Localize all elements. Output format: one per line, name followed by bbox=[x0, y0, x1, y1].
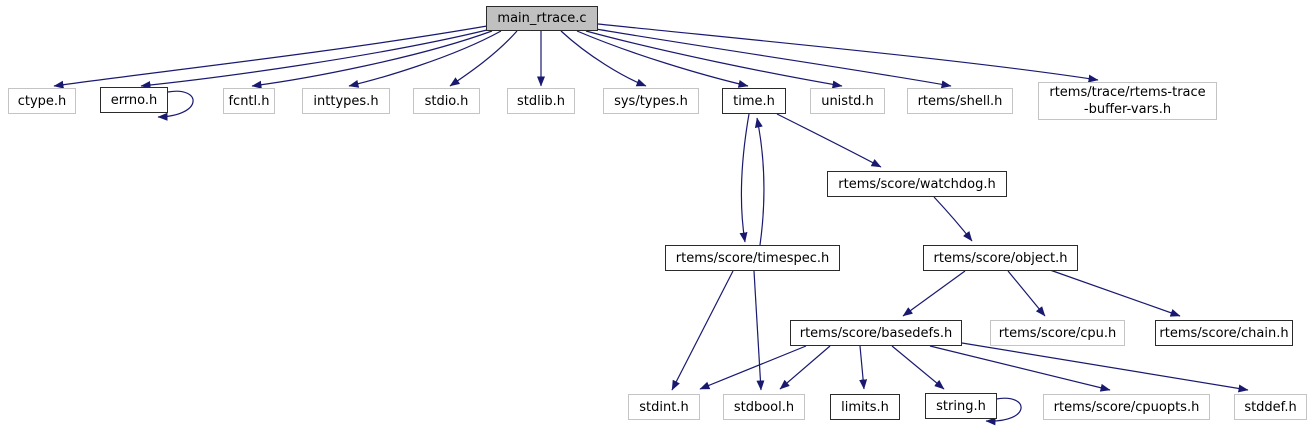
node-limits-h[interactable]: limits.h bbox=[830, 394, 900, 420]
node-label: sys/types.h bbox=[614, 93, 688, 109]
node-stdbool-h: stdbool.h bbox=[723, 394, 805, 420]
edge-basedefs-to-stddef bbox=[961, 342, 1249, 393]
node-rtems-score-chain-h[interactable]: rtems/score/chain.h bbox=[1155, 320, 1293, 346]
edge-timespec-to-stdint bbox=[671, 270, 734, 391]
node-ctype-h: ctype.h bbox=[8, 88, 76, 114]
edge-timespec-to-stdbool bbox=[753, 270, 765, 391]
edge-time-to-timespec bbox=[739, 113, 750, 243]
node-label: stdbool.h bbox=[733, 399, 795, 415]
node-label: fcntl.h bbox=[228, 93, 270, 109]
node-stdlib-h: stdlib.h bbox=[507, 88, 575, 114]
node-label: unistd.h bbox=[821, 93, 874, 109]
edge-basedefs-to-stdint bbox=[699, 345, 807, 390]
edge-main-to-time bbox=[576, 30, 749, 88]
node-main-rtrace-c: main_rtrace.c bbox=[486, 6, 598, 31]
edge-main-to-stdio bbox=[449, 30, 518, 87]
node-label: stdint.h bbox=[639, 399, 689, 415]
edge-main-to-fcntl bbox=[251, 30, 493, 89]
edge-main-to-systypes bbox=[560, 30, 647, 87]
node-label: rtems/score/timespec.h bbox=[675, 250, 830, 266]
edge-string-self-loop bbox=[985, 397, 1022, 426]
edge-errno-self-loop bbox=[157, 90, 194, 121]
edge-main-to-trace-buffer-vars bbox=[597, 23, 1099, 83]
node-rtems-score-basedefs-h[interactable]: rtems/score/basedefs.h bbox=[790, 320, 962, 346]
edge-main-to-errno bbox=[140, 29, 488, 89]
edge-basedefs-to-string bbox=[891, 345, 945, 390]
edge-main-to-unistd bbox=[585, 30, 843, 89]
node-label: rtems/score/chain.h bbox=[1159, 325, 1289, 341]
edge-main-to-shell bbox=[595, 28, 952, 89]
node-stddef-h: stddef.h bbox=[1234, 394, 1307, 420]
node-rtems-score-object-h[interactable]: rtems/score/object.h bbox=[923, 245, 1078, 271]
node-label: string.h bbox=[936, 398, 986, 414]
node-rtems-score-watchdog-h[interactable]: rtems/score/watchdog.h bbox=[827, 171, 1007, 197]
node-rtems-trace-buffer-vars-h: rtems/trace/rtems-trace -buffer-vars.h bbox=[1038, 82, 1217, 120]
edge-main-to-ctype bbox=[53, 25, 488, 89]
node-fcntl-h: fcntl.h bbox=[223, 88, 275, 114]
node-label: rtems/score/cpuopts.h bbox=[1053, 399, 1200, 415]
node-rtems-score-timespec-h[interactable]: rtems/score/timespec.h bbox=[665, 245, 840, 271]
node-time-h[interactable]: time.h bbox=[722, 88, 786, 114]
node-label: ctype.h bbox=[17, 93, 67, 109]
edge-main-to-inttypes bbox=[348, 30, 502, 88]
node-label: rtems/score/object.h bbox=[933, 250, 1068, 266]
node-rtems-score-cpu-h: rtems/score/cpu.h bbox=[990, 320, 1125, 346]
node-label: rtems/trace/rtems-trace -buffer-vars.h bbox=[1049, 85, 1206, 117]
node-string-h[interactable]: string.h bbox=[925, 393, 997, 419]
node-label: limits.h bbox=[841, 399, 889, 415]
node-rtems-score-cpuopts-h: rtems/score/cpuopts.h bbox=[1043, 394, 1210, 420]
node-stdint-h: stdint.h bbox=[628, 394, 700, 420]
node-label: time.h bbox=[733, 93, 775, 109]
edge-basedefs-to-limits bbox=[859, 345, 868, 390]
node-errno-h[interactable]: errno.h bbox=[100, 87, 168, 113]
node-sys-types-h: sys/types.h bbox=[603, 88, 699, 114]
node-label: stddef.h bbox=[1244, 399, 1297, 415]
node-unistd-h: unistd.h bbox=[810, 88, 885, 114]
node-label: rtems/score/watchdog.h bbox=[838, 176, 996, 192]
node-label: rtems/shell.h bbox=[917, 93, 1003, 109]
node-label: errno.h bbox=[110, 92, 158, 108]
node-inttypes-h: inttypes.h bbox=[302, 88, 390, 114]
node-label: main_rtrace.c bbox=[497, 11, 587, 26]
node-label: stdlib.h bbox=[517, 93, 565, 109]
edge-watchdog-to-object bbox=[933, 196, 973, 242]
node-label: rtems/score/basedefs.h bbox=[799, 325, 953, 341]
edge-basedefs-to-cpuopts bbox=[929, 345, 1111, 392]
edge-object-to-cpu bbox=[1007, 270, 1046, 317]
node-rtems-shell-h: rtems/shell.h bbox=[907, 88, 1013, 114]
node-label: inttypes.h bbox=[313, 93, 379, 109]
edge-timespec-to-time bbox=[754, 117, 765, 246]
node-label: stdio.h bbox=[424, 93, 469, 109]
node-stdio-h: stdio.h bbox=[413, 88, 480, 114]
edge-time-to-watchdog bbox=[776, 113, 882, 168]
edge-object-to-chain bbox=[1049, 269, 1181, 317]
edge-basedefs-to-stdbool bbox=[779, 345, 831, 390]
edge-object-to-basedefs bbox=[902, 270, 966, 317]
node-label: rtems/score/cpu.h bbox=[998, 325, 1117, 341]
